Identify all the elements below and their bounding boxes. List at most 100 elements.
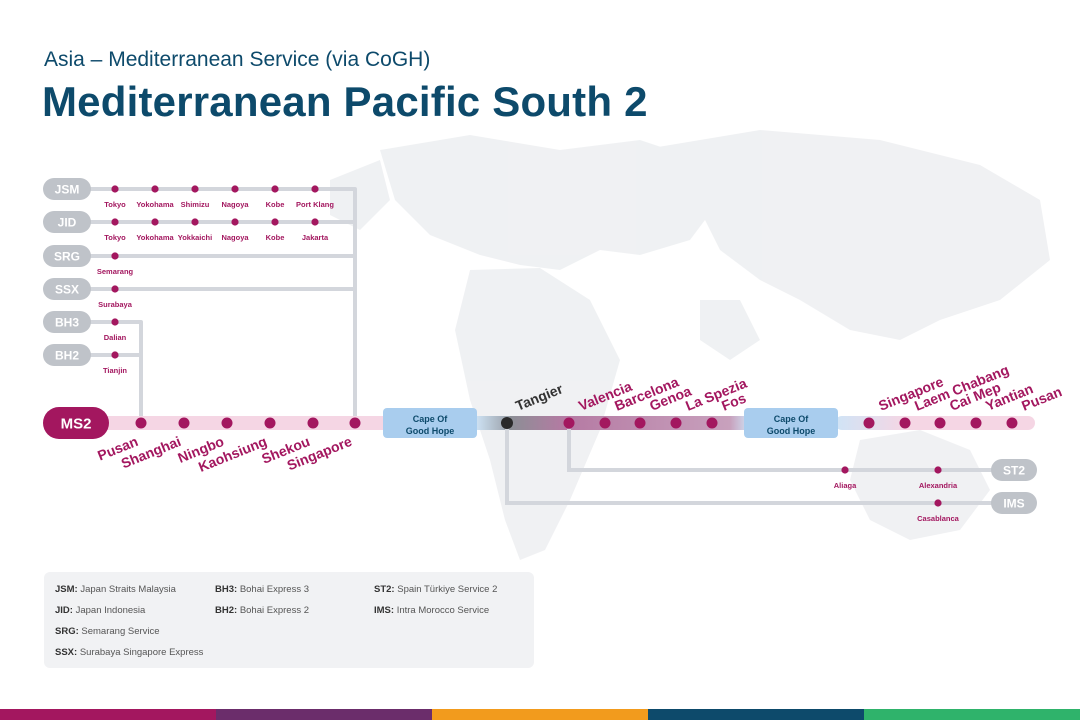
connection-line-st2: [567, 429, 1000, 472]
connection-port-dot-ims-casablanca: [934, 499, 942, 507]
cape-box-return: [744, 408, 838, 438]
feeder-port-dot-jid-yokkaichi: [191, 218, 199, 226]
connection-port-label-ims-casablanca: Casablanca: [917, 514, 960, 523]
port-dot-asia-singapore: [349, 417, 361, 429]
connection-line-ims: [505, 429, 1000, 505]
feeder-port-dot-srg-semarang: [111, 252, 119, 260]
page-title: Mediterranean Pacific South 2: [42, 78, 648, 125]
world-map-background: [330, 130, 1050, 560]
legend-item-ims: IMS: Intra Morocco Service: [374, 605, 490, 616]
feeder-port-dot-jid-tokyo: [111, 218, 119, 226]
feeder-code-jid: JID: [58, 216, 77, 230]
footer-segment-2: [216, 709, 432, 720]
legend-item-st2: ST2: Spain Türkiye Service 2: [374, 584, 498, 595]
feeder-port-dot-jid-jakarta: [311, 218, 319, 226]
feeder-port-label-jsm-nagoya: Nagoya: [221, 200, 249, 209]
connection-port-label-st2-alexandria: Alexandria: [919, 481, 958, 490]
page-subtitle: Asia – Mediterranean Service (via CoGH): [44, 48, 431, 71]
main-service-pill: [43, 407, 109, 439]
feeder-port-dot-ssx-surabaya: [111, 285, 119, 293]
feeder-port-dot-jid-nagoya: [231, 218, 239, 226]
port-dot-return-singapore: [863, 417, 875, 429]
main-service-code: MS2: [61, 416, 92, 433]
feeder-port-label-jsm-yokohama: Yokohama: [136, 200, 174, 209]
feeder-code-jsm: JSM: [55, 183, 80, 197]
feeder-pill-bh3: [43, 311, 91, 333]
legend-item-bh2: BH2: Bohai Express 2: [215, 605, 309, 616]
feeder-pill-jsm: [43, 178, 91, 200]
port-dot-med-la-spezia: [670, 417, 682, 429]
feeder-port-label-jsm-shimizu: Shimizu: [181, 200, 210, 209]
route-segment-med: [510, 416, 730, 430]
feeder-port-label-jid-kobe: Kobe: [266, 233, 285, 242]
feeder-code-ssx: SSX: [55, 283, 79, 297]
feeder-port-label-jid-jakarta: Jakarta: [302, 233, 329, 242]
feeder-port-label-srg-semarang: Semarang: [97, 267, 134, 276]
footer-color-bar: [0, 709, 1080, 720]
port-dot-asia-pusan: [135, 417, 147, 429]
feeder-pill-srg: [43, 245, 91, 267]
feeder-port-dot-jsm-nagoya: [231, 185, 239, 193]
footer-segment-3: [432, 709, 648, 720]
feeder-port-dot-jsm-port-klang: [311, 185, 319, 193]
legend-item-bh3: BH3: Bohai Express 3: [215, 584, 309, 595]
cape-box-outbound-line2: Good Hope: [406, 426, 455, 436]
feeder-port-dot-jsm-yokohama: [151, 185, 159, 193]
feeder-port-label-ssx-surabaya: Surabaya: [98, 300, 133, 309]
feeder-code-bh2: BH2: [55, 349, 79, 363]
port-dot-asia-shekou: [307, 417, 319, 429]
feeder-port-dot-jsm-tokyo: [111, 185, 119, 193]
feeder-pill-jid: [43, 211, 91, 233]
connection-port-label-st2-aliaga: Aliaga: [834, 481, 857, 490]
port-dot-med-genoa: [634, 417, 646, 429]
feeder-port-dot-jid-yokohama: [151, 218, 159, 226]
port-dot-med-valencia: [563, 417, 575, 429]
legend-panel: JSM: Japan Straits Malaysia JID: Japan I…: [44, 572, 534, 668]
port-dot-return-yantian: [970, 417, 982, 429]
port-dot-return-cai-mep: [934, 417, 946, 429]
port-dot-med-fos: [706, 417, 718, 429]
feeder-code-srg: SRG: [54, 250, 80, 264]
port-dot-tangier: [501, 417, 513, 429]
feeder-pill-ssx: [43, 278, 91, 300]
connection-code-st2: ST2: [1003, 464, 1025, 478]
legend-item-srg: SRG: Semarang Service: [55, 626, 160, 637]
connection-port-dot-st2-alexandria: [934, 466, 942, 474]
feeder-port-label-jsm-port-klang: Port Klang: [296, 200, 334, 209]
connection-port-dot-st2-aliaga: [841, 466, 849, 474]
route-segment-to-tangier: [475, 416, 510, 430]
port-dot-asia-shanghai: [178, 417, 190, 429]
feeder-port-label-jid-yokkaichi: Yokkaichi: [178, 233, 212, 242]
footer-segment-1: [0, 709, 216, 720]
feeder-port-dot-bh2-tianjin: [111, 351, 119, 359]
feeder-port-label-jsm-tokyo: Tokyo: [104, 200, 126, 209]
connection-pill-ims: [991, 492, 1037, 514]
port-dot-asia-ningbo: [221, 417, 233, 429]
legend-item-jid: JID: Japan Indonesia: [55, 605, 146, 616]
cape-box-return-line1: Cape Of: [774, 414, 810, 424]
footer-segment-5: [864, 709, 1080, 720]
connection-pill-st2: [991, 459, 1037, 481]
feeder-port-label-jid-nagoya: Nagoya: [221, 233, 249, 242]
feeder-port-dot-jsm-shimizu: [191, 185, 199, 193]
feeder-code-bh3: BH3: [55, 316, 79, 330]
connection-code-ims: IMS: [1003, 497, 1024, 511]
legend-item-ssx: SSX: Surabaya Singapore Express: [55, 647, 204, 658]
feeder-port-label-jid-tokyo: Tokyo: [104, 233, 126, 242]
feeder-port-label-bh3-dalian: Dalian: [104, 333, 127, 342]
port-dot-return-pusan: [1006, 417, 1018, 429]
feeder-port-dot-jid-kobe: [271, 218, 279, 226]
cape-box-outbound-line1: Cape Of: [413, 414, 449, 424]
port-dot-return-laem-chabang: [899, 417, 911, 429]
port-dot-med-barcelona: [599, 417, 611, 429]
legend-item-jsm: JSM: Japan Straits Malaysia: [55, 584, 176, 595]
feeder-pill-bh2: [43, 344, 91, 366]
feeder-port-dot-bh3-dalian: [111, 318, 119, 326]
cape-box-outbound: [383, 408, 477, 438]
feeder-port-label-jsm-kobe: Kobe: [266, 200, 285, 209]
feeder-port-label-bh2-tianjin: Tianjin: [103, 366, 127, 375]
footer-segment-4: [648, 709, 864, 720]
cape-box-return-line2: Good Hope: [767, 426, 816, 436]
feeder-port-dot-jsm-kobe: [271, 185, 279, 193]
